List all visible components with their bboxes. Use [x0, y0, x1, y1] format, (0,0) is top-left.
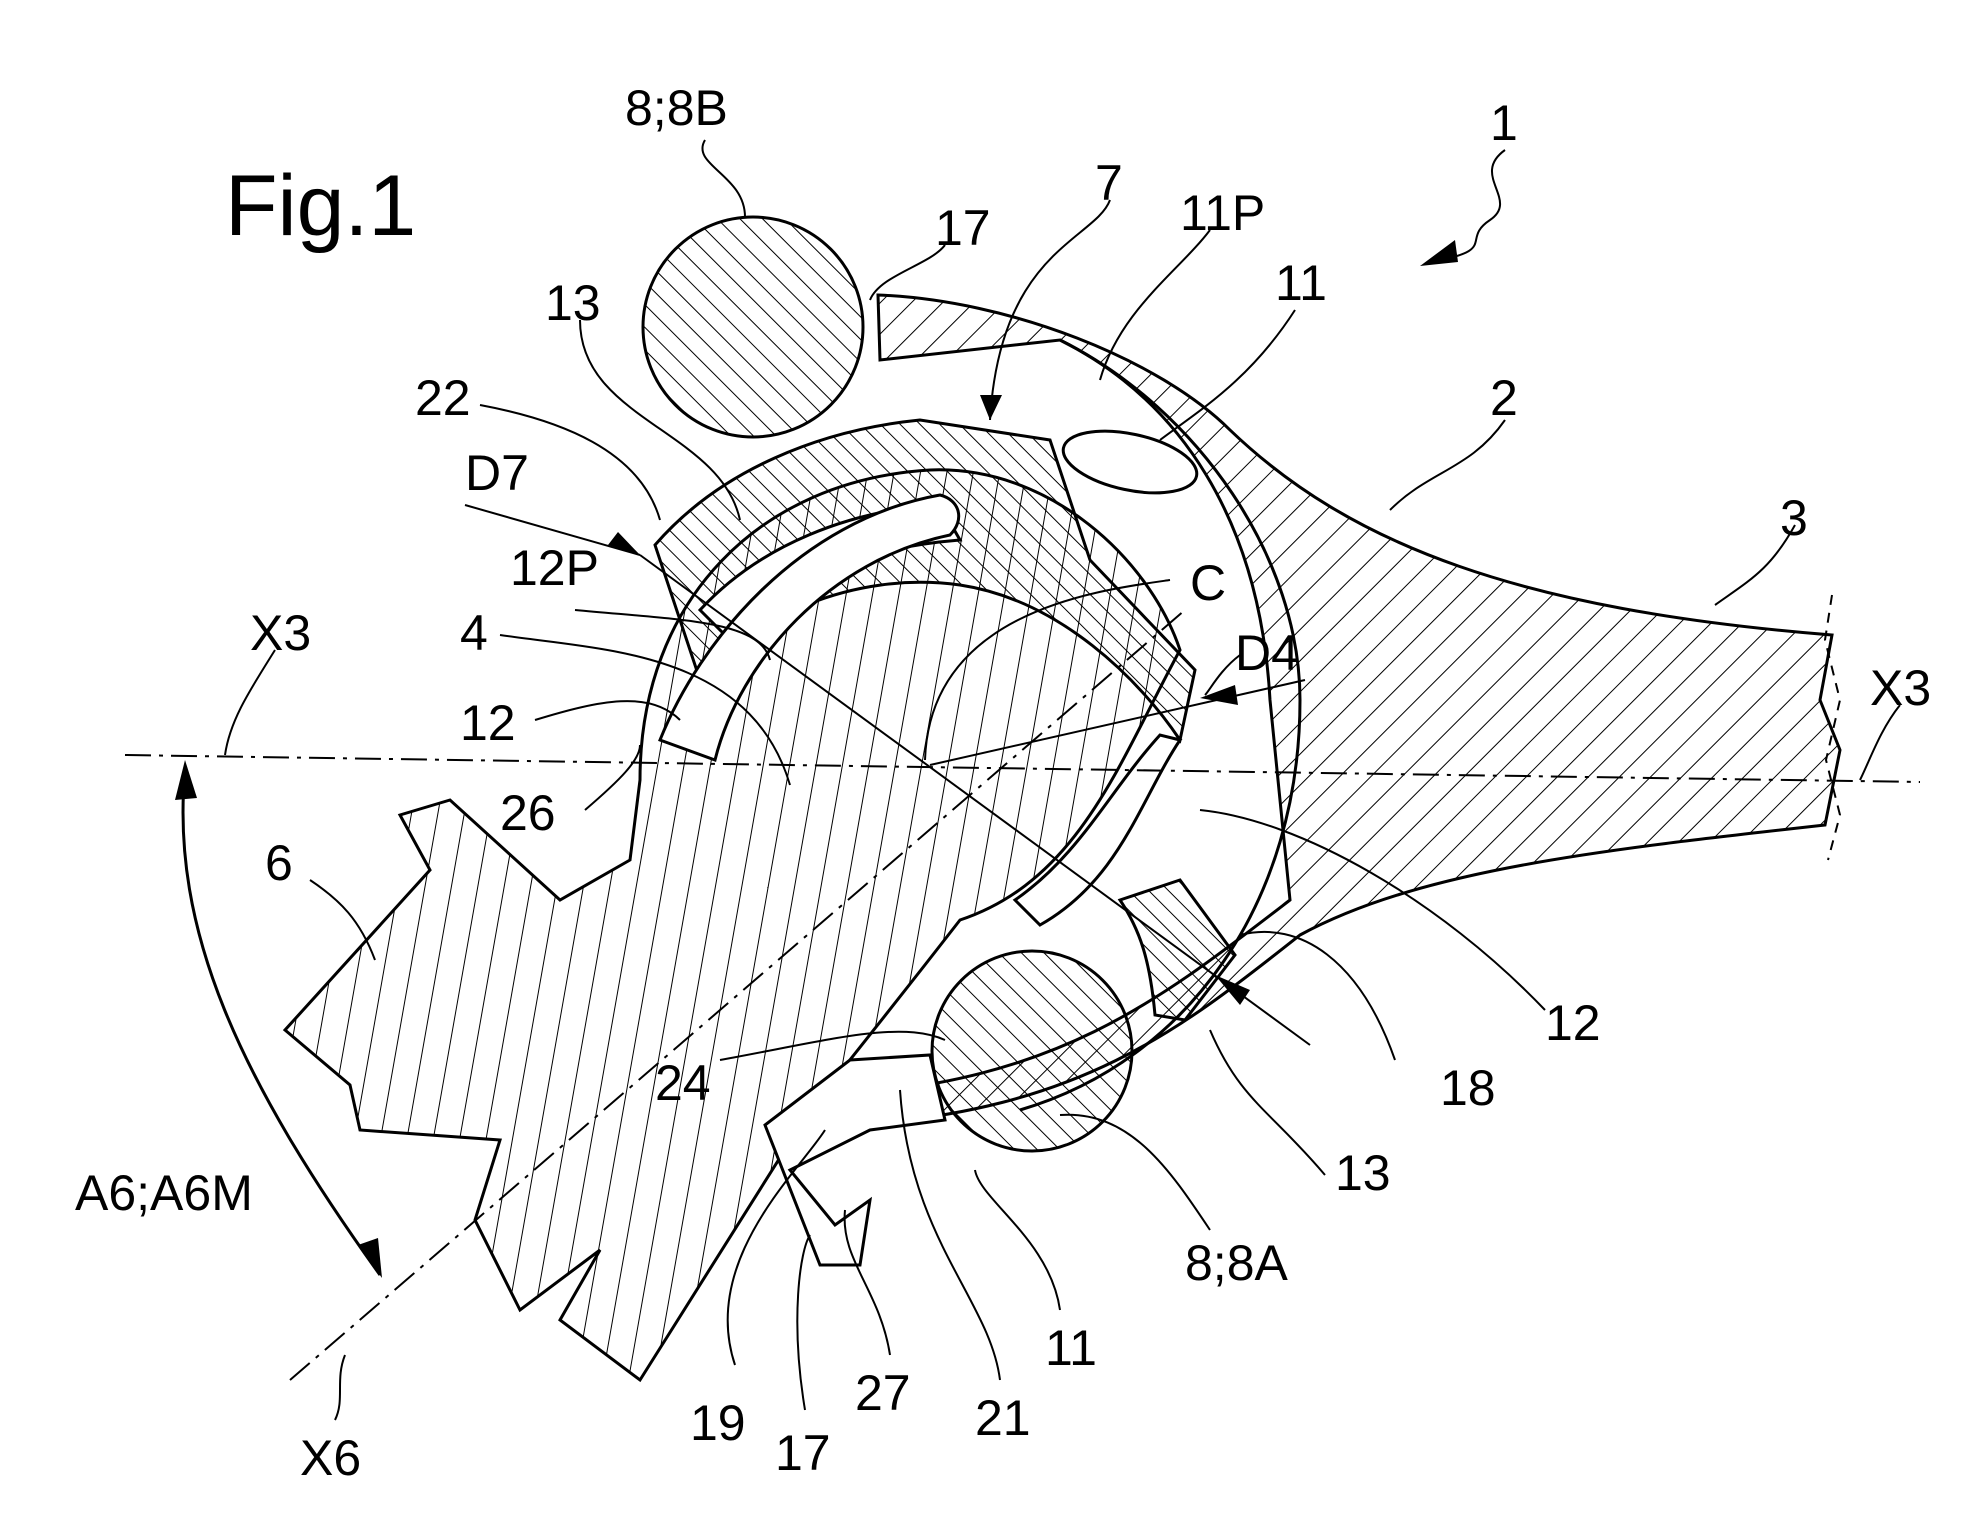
cage-lower-section	[1117, 878, 1237, 1022]
d7-arrow	[608, 532, 640, 555]
leader-11-bottom	[974, 1169, 1061, 1311]
leader-17-bottom	[796, 1234, 811, 1411]
stem-break-line	[1823, 594, 1842, 861]
figure-title: Fig.1	[225, 158, 416, 254]
label-19: 19	[690, 1395, 746, 1451]
label-c: C	[1190, 555, 1226, 611]
label-11-bottom: 11	[1045, 1320, 1097, 1376]
leader-27	[843, 1209, 891, 1356]
outer-body-2	[837, 293, 1842, 1127]
leader-26	[584, 744, 641, 811]
label-26: 26	[500, 785, 556, 841]
label-1: 1	[1490, 95, 1518, 151]
leader-22	[479, 404, 661, 521]
label-8-8a: 8;8A	[1185, 1235, 1289, 1291]
cage-lower-left	[763, 1053, 947, 1267]
leader-3	[1714, 524, 1796, 606]
leader-13-top	[579, 319, 741, 521]
diameter-d4-line	[929, 679, 1306, 766]
leader-x6	[334, 1354, 346, 1421]
leader-x3-left	[224, 649, 276, 756]
label-27: 27	[855, 1365, 911, 1421]
label-2: 2	[1490, 370, 1518, 426]
leader-24	[719, 1030, 946, 1061]
label-17-top: 17	[935, 200, 991, 256]
angle-arrow-top	[175, 760, 197, 800]
leader-13-bottom	[1209, 1029, 1326, 1176]
d7-leader	[464, 504, 641, 556]
label-12p: 12P	[510, 540, 599, 596]
label-13-bottom: 13	[1335, 1145, 1391, 1201]
label-24: 24	[655, 1055, 711, 1111]
label-21: 21	[975, 1390, 1031, 1446]
leader-12-right	[1199, 809, 1546, 1011]
leader-6	[309, 879, 376, 961]
reference-1-arrow	[1420, 240, 1458, 266]
leader-21	[899, 1089, 1001, 1381]
d4-arrow	[1200, 685, 1238, 705]
leader-c	[924, 579, 1171, 761]
leader-8b	[701, 139, 746, 218]
label-x3-right: X3	[1870, 660, 1931, 716]
label-d4: D4	[1235, 625, 1299, 681]
label-12-left: 12	[460, 695, 516, 751]
angle-arc-a6	[181, 769, 382, 1276]
axis-x3	[124, 754, 1921, 783]
leader-2	[1389, 419, 1506, 511]
leader-19	[726, 1129, 826, 1366]
leader-11p	[1099, 229, 1211, 381]
label-a6: A6;A6M	[75, 1165, 253, 1221]
label-17-bottom: 17	[775, 1425, 831, 1481]
leader-12p	[574, 609, 771, 661]
reference-1-leader	[1429, 149, 1506, 263]
label-d7: D7	[465, 445, 529, 501]
leader-7	[989, 199, 1111, 421]
label-x6: X6	[300, 1430, 361, 1486]
diameter-d7-line	[639, 554, 1311, 1046]
label-7: 7	[1095, 155, 1123, 211]
angle-arrow-bottom	[358, 1238, 382, 1278]
leader-17-top	[869, 244, 946, 301]
d7-arrow-lower	[1215, 975, 1250, 1005]
cage-arrow-7	[980, 395, 1002, 420]
label-12-right: 12	[1545, 995, 1601, 1051]
label-6: 6	[265, 835, 293, 891]
label-3: 3	[1780, 490, 1808, 546]
label-11-top: 11	[1275, 255, 1327, 311]
leader-12-left	[534, 700, 681, 721]
label-18: 18	[1440, 1060, 1496, 1116]
label-4: 4	[460, 605, 488, 661]
ball-8a	[930, 949, 1134, 1153]
axis-x6	[289, 609, 1186, 1381]
leader-x3-right	[1859, 704, 1901, 781]
leader-4	[499, 634, 791, 786]
label-x3-left: X3	[250, 605, 311, 661]
label-13-top: 13	[545, 275, 601, 331]
label-22: 22	[415, 370, 471, 426]
track-groove-12-left	[658, 493, 961, 762]
label-8-8b: 8;8B	[625, 80, 728, 136]
outer-track-11-top	[1061, 429, 1199, 495]
track-groove-12-right	[1012, 733, 1183, 927]
leader-8a	[1059, 1113, 1211, 1231]
leader-11-top	[1159, 309, 1296, 441]
leader-d4	[1204, 654, 1241, 696]
label-11p: 11P	[1180, 185, 1265, 241]
ball-8b	[641, 215, 865, 439]
bowl-outline	[1019, 338, 1302, 1112]
leader-18	[1239, 930, 1396, 1061]
